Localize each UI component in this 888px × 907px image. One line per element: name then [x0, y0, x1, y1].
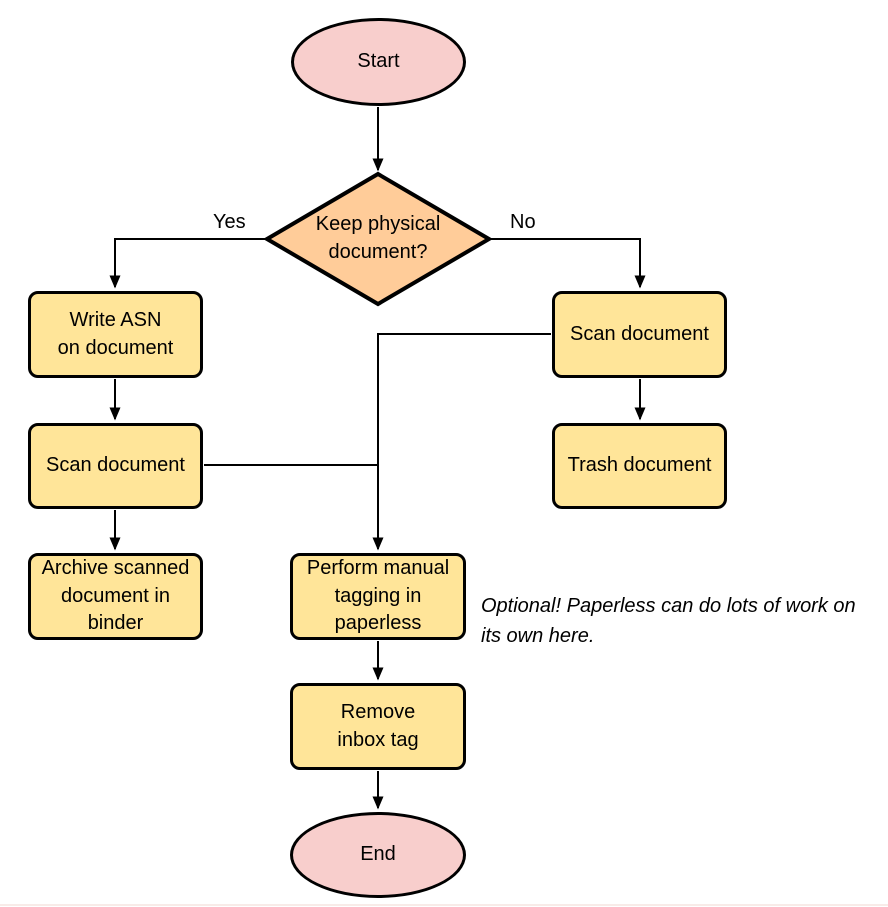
decision-diamond-shape: [263, 171, 493, 307]
process-node-remove-inbox-tag: Remove inbox tag: [290, 683, 466, 770]
process-node-write-asn: Write ASN on document: [28, 291, 203, 378]
edge-decision-yes: [109, 238, 268, 289]
process-node-archive-in-binder: Archive scanned document in binder: [28, 553, 203, 640]
edge-scanright-to-tagging: [372, 333, 551, 551]
edge-label-no: No: [508, 211, 538, 233]
process-node-scan-document-left: Scan document: [28, 423, 203, 509]
start-node: Start: [291, 18, 466, 106]
bottom-rule-divider: [0, 904, 888, 906]
edge-decision-no: [488, 238, 646, 289]
optional-annotation-text: Optional! Paperless can do lots of work …: [481, 595, 856, 647]
decision-node: Keep physical document?: [315, 213, 441, 263]
end-node: End: [290, 812, 466, 898]
process-node-trash-document: Trash document: [552, 423, 727, 509]
edge-label-yes: Yes: [211, 211, 248, 233]
process-node-manual-tagging: Perform manual tagging in paperless: [290, 553, 466, 640]
process-node-scan-document-right: Scan document: [552, 291, 727, 378]
